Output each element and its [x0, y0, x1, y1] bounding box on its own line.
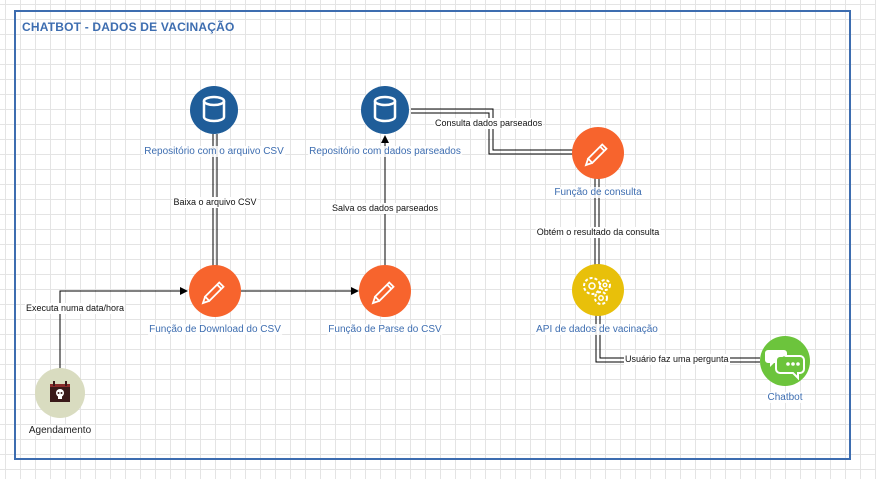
edge-label-run-schedule: Executa numa data/hora: [25, 303, 126, 314]
diagram-title: CHATBOT - DADOS DE VACINAÇÃO: [22, 20, 235, 34]
api-label: API de dados de vacinação: [535, 324, 659, 335]
func-download-node[interactable]: [189, 265, 241, 317]
database-icon: [373, 95, 397, 123]
func-query-node[interactable]: [572, 127, 624, 179]
pencil-icon: [201, 281, 225, 305]
scheduler-node[interactable]: [35, 368, 85, 418]
repo-csv-node[interactable]: [190, 86, 238, 134]
database-icon: [202, 95, 226, 123]
edge-label-get-result: Obtém o resultado da consulta: [535, 227, 661, 238]
repo-parsed-node[interactable]: [361, 86, 409, 134]
func-parse-node[interactable]: [359, 265, 411, 317]
chat-bubble-icon: [765, 350, 805, 381]
scheduler-label: Agendamento: [27, 425, 93, 436]
repo-csv-label: Repositório com o arquivo CSV: [143, 146, 285, 157]
edge-label-save-parsed: Salva os dados parseados: [330, 203, 440, 214]
gears-icon: [583, 277, 611, 305]
func-query-label: Função de consulta: [553, 187, 643, 198]
edge-repo-parsed-query: [411, 108, 574, 155]
pencil-icon: [584, 143, 608, 167]
chatbot-label: Chatbot: [766, 392, 804, 403]
calendar-skull-icon: [50, 381, 70, 402]
pencil-icon: [371, 281, 395, 305]
edge-label-download-csv: Baixa o arquivo CSV: [172, 197, 258, 208]
func-parse-label: Função de Parse do CSV: [327, 324, 443, 335]
diagram-frame: [14, 10, 851, 460]
edge-label-user-question: Usuário faz uma pergunta: [624, 354, 730, 365]
chatbot-node[interactable]: [760, 336, 810, 386]
repo-parsed-label: Repositório com dados parseados: [308, 146, 462, 157]
func-download-label: Função de Download do CSV: [148, 324, 282, 335]
api-node[interactable]: [572, 264, 624, 316]
edge-scheduler-download: [59, 287, 188, 368]
edge-label-query-parsed: Consulta dados parseados: [434, 118, 544, 129]
